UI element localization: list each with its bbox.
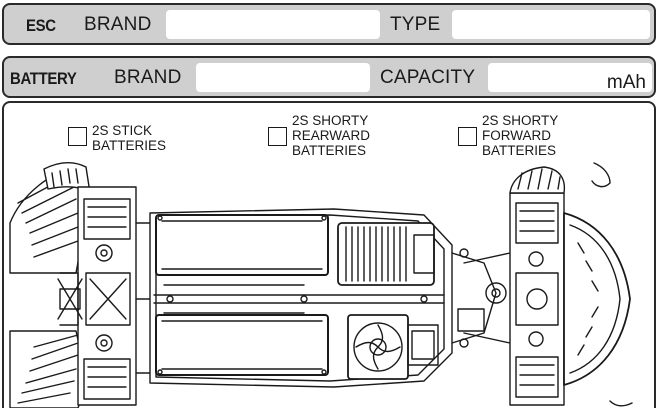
esc-brand-field[interactable]	[166, 10, 380, 39]
capacity-unit: mAh	[606, 72, 646, 93]
chassis-diagram-panel: 2S STICK BATTERIES 2S SHORTY REARWARD BA…	[2, 101, 656, 408]
option-2s-stick-label: 2S STICK BATTERIES	[92, 123, 167, 153]
esc-row: ESC BRAND TYPE	[2, 3, 656, 45]
rear-suspension	[57, 186, 155, 406]
front-suspension	[509, 192, 565, 406]
option-2s-shorty-forward-label: 2S SHORTY FORWARD BATTERIES	[482, 113, 559, 158]
battery-pack-bottom	[155, 314, 329, 376]
steering-linkage	[451, 248, 511, 348]
battery-brand-label: BRAND	[114, 67, 182, 88]
esc-type-label: TYPE	[390, 14, 441, 35]
esc-brand-label: BRAND	[84, 14, 152, 35]
battery-pack-top	[155, 214, 329, 276]
rear-wheel-bottom	[9, 330, 83, 408]
chassis-line-drawing	[9, 162, 633, 408]
battery-brand-field[interactable]	[196, 63, 370, 92]
battery-capacity-field[interactable]: mAh	[488, 63, 652, 93]
rear-wheel-top	[9, 162, 91, 274]
battery-tag: BATTERY	[10, 69, 77, 88]
option-2s-shorty-rearward-label: 2S SHORTY REARWARD BATTERIES	[292, 113, 371, 158]
motor	[337, 222, 435, 286]
front-bumper	[563, 162, 633, 407]
battery-row: BATTERY BRAND CAPACITY mAh	[2, 56, 656, 98]
option-2s-shorty-rearward-checkbox[interactable]	[268, 127, 287, 146]
option-2s-shorty-forward-checkbox[interactable]	[458, 127, 477, 146]
front-wheel-top	[509, 166, 566, 194]
esc-type-field[interactable]	[452, 10, 650, 39]
esc-fan-unit	[347, 314, 439, 380]
option-2s-stick-checkbox[interactable]	[68, 127, 87, 146]
battery-capacity-label: CAPACITY	[380, 67, 476, 88]
esc-tag: ESC	[26, 16, 56, 35]
